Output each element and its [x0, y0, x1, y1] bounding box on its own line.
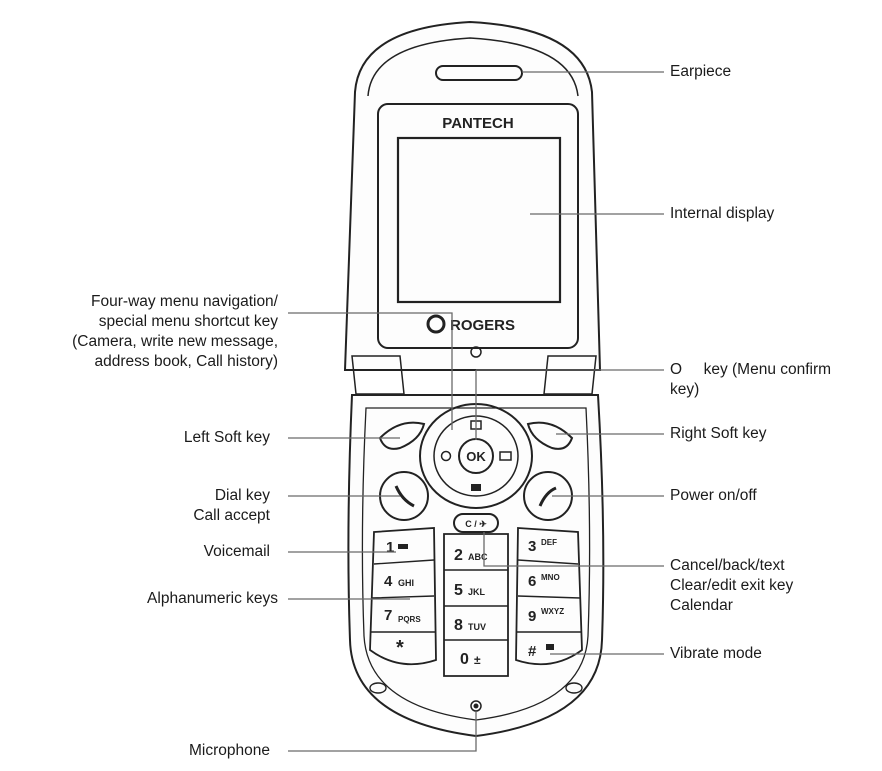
callout-nav-key-line2: special menu shortcut key [98, 313, 278, 330]
callout-voicemail-text: Voicemail [203, 543, 270, 560]
key-9-digit: 9 [528, 608, 536, 625]
leader-cancel [483, 532, 664, 567]
rogers-logo-icon [426, 314, 446, 334]
key-6-digit: 6 [528, 573, 536, 590]
key-3-digit: 3 [528, 538, 536, 555]
callout-alphanumeric: Alphanumeric keys [147, 589, 278, 609]
address-book-icon [440, 450, 452, 462]
key-divider [444, 569, 508, 641]
key-5-digit: 5 [454, 582, 463, 599]
key-8-digit: 8 [454, 617, 463, 634]
key-4-digit: 4 [384, 573, 393, 590]
call-history-icon [471, 484, 481, 491]
key-divider [517, 559, 581, 633]
internal-display [396, 136, 562, 304]
keypad-right-column [515, 527, 583, 666]
key-8-letters: TUV [468, 622, 486, 632]
keypad: 1 2 ABC 3 DEF 4 GHI 5 JKL 6 MNO 7 PQRS 8… [384, 538, 564, 668]
key-9-letters: WXYZ [541, 607, 564, 616]
message-icon [499, 451, 512, 461]
dial-icon [394, 485, 415, 508]
power-icon [538, 486, 557, 507]
brand-maker: PANTECH [442, 115, 513, 132]
callout-dial-key-line1: Dial key [214, 487, 270, 504]
phone-flip-rim [367, 37, 579, 97]
callout-internal-display-text: Internal display [670, 205, 775, 222]
callout-left-soft-key: Left Soft key [184, 428, 270, 448]
callout-voicemail: Voicemail [204, 542, 270, 562]
key-2-letters: ABC [468, 552, 488, 562]
key-0-digit: 0 [460, 651, 469, 668]
callout-vibrate-mode-text: Vibrate mode [670, 645, 762, 662]
callout-dial-key: Dial key Call accept [193, 486, 270, 526]
callout-cancel-key-line1: Cancel/back/text [670, 557, 785, 574]
callout-cancel-key: Cancel/back/text Clear/edit exit key Cal… [670, 556, 793, 616]
leader-lines [288, 71, 664, 752]
callout-cancel-key-line3: Calendar [670, 597, 733, 614]
microphone-hole [470, 700, 482, 712]
hinge-dot [470, 346, 482, 358]
clear-key [453, 513, 499, 533]
callout-nav-key: Four-way menu navigation/ special menu s… [72, 292, 278, 372]
key-2-digit: 2 [454, 547, 463, 564]
key-0-glyph: ± [474, 653, 481, 667]
callout-earpiece-text: Earpiece [670, 63, 732, 80]
callout-right-soft-key: Right Soft key [670, 424, 767, 444]
screw-right [565, 682, 583, 694]
callout-microphone: Microphone [189, 741, 270, 761]
callout-nav-key-line4: address book, Call history) [94, 353, 279, 370]
voicemail-icon [398, 544, 408, 549]
callout-left-soft-key-text: Left Soft key [183, 429, 270, 446]
right-soft-key [526, 421, 574, 450]
callout-vibrate-mode: Vibrate mode [670, 644, 762, 664]
key-7-letters: PQRS [398, 615, 421, 624]
callout-nav-key-line1: Four-way menu navigation/ [91, 293, 278, 310]
vibrate-icon [546, 644, 554, 650]
key-7-digit: 7 [384, 607, 392, 624]
key-4-letters: GHI [398, 578, 414, 588]
phone-flip-outline [343, 20, 602, 371]
callout-power-key-text: Power on/off [670, 487, 757, 504]
key-3-letters: DEF [541, 538, 557, 547]
keypad-left-column [369, 527, 437, 666]
microphone-dot [473, 703, 479, 709]
callout-ok-key-line2: key) [670, 381, 700, 398]
key-5-letters: JKL [468, 587, 486, 597]
callout-ok-key-line1: O key (Menu confirm [670, 361, 832, 378]
ok-key-label: OK [466, 449, 486, 464]
callout-earpiece: Earpiece [670, 62, 731, 82]
callout-ok-key: O key (Menu confirm key) [670, 360, 831, 400]
callout-power-key: Power on/off [670, 486, 757, 506]
callout-right-soft-key-text: Right Soft key [670, 425, 767, 442]
leader-nav [288, 312, 453, 430]
screw-left [369, 682, 387, 694]
callout-microphone-text: Microphone [189, 742, 270, 759]
left-soft-key [378, 421, 426, 450]
keypad-center-column [443, 533, 509, 677]
earpiece-slot [435, 65, 523, 81]
callout-nav-key-line3: (Camera, write new message, [72, 333, 278, 350]
leader-microphone [288, 712, 477, 752]
key-6-letters: MNO [541, 573, 560, 582]
callout-internal-display: Internal display [670, 204, 774, 224]
clear-key-label: C / ✈ [465, 519, 487, 529]
callout-cancel-key-line2: Clear/edit exit key [670, 577, 794, 594]
key-hash: # [528, 643, 537, 660]
callout-dial-key-line2: Call accept [193, 507, 270, 524]
brand-carrier: ROGERS [450, 317, 515, 334]
key-star: * [396, 637, 404, 659]
key-divider [371, 559, 435, 633]
key-1-digit: 1 [386, 539, 394, 556]
callout-alphanumeric-text: Alphanumeric keys [147, 590, 278, 607]
